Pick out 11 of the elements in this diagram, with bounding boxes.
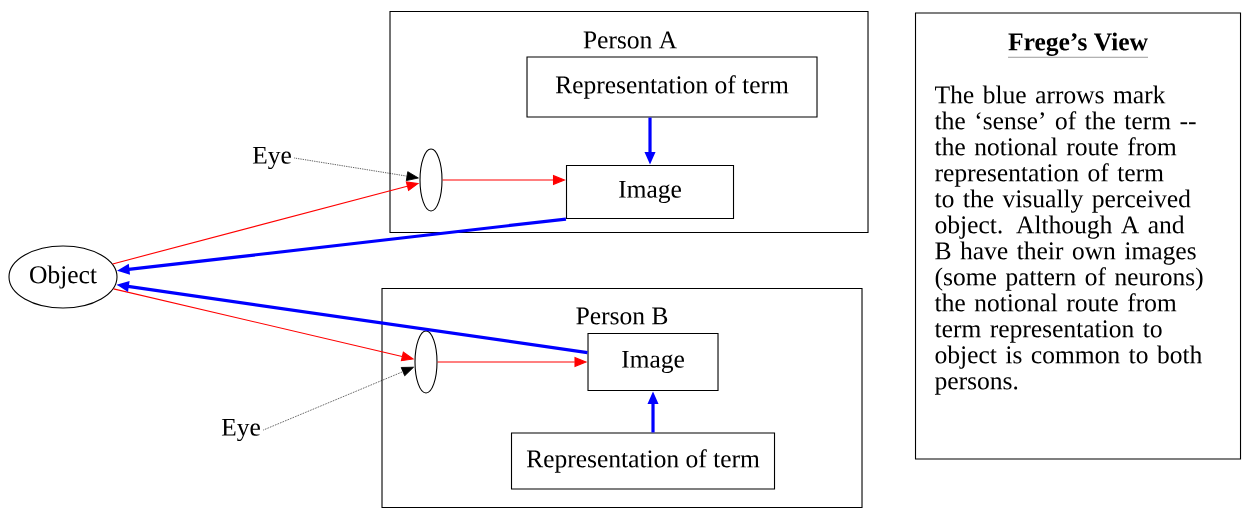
text-box: Representation of term	[526, 56, 818, 118]
text-box: Image	[565, 164, 735, 220]
eye-ellipse	[419, 148, 443, 212]
note-box: Frege’s View The blue arrows mark the ‘sense’ of the term -- the notional route from representation of term to the visually perceived object. Although A and B have their own images (some pattern of neurons) the notional route from term representation to object is common to both persons.	[914, 12, 1242, 460]
arrow	[263, 366, 414, 431]
text-box: Image	[587, 332, 719, 392]
eye-label: Eye	[221, 418, 260, 442]
eye-ellipse	[414, 330, 438, 394]
eye-label: Eye	[252, 146, 291, 170]
arrow	[294, 157, 419, 181]
text-box: Representation of term	[510, 432, 776, 490]
